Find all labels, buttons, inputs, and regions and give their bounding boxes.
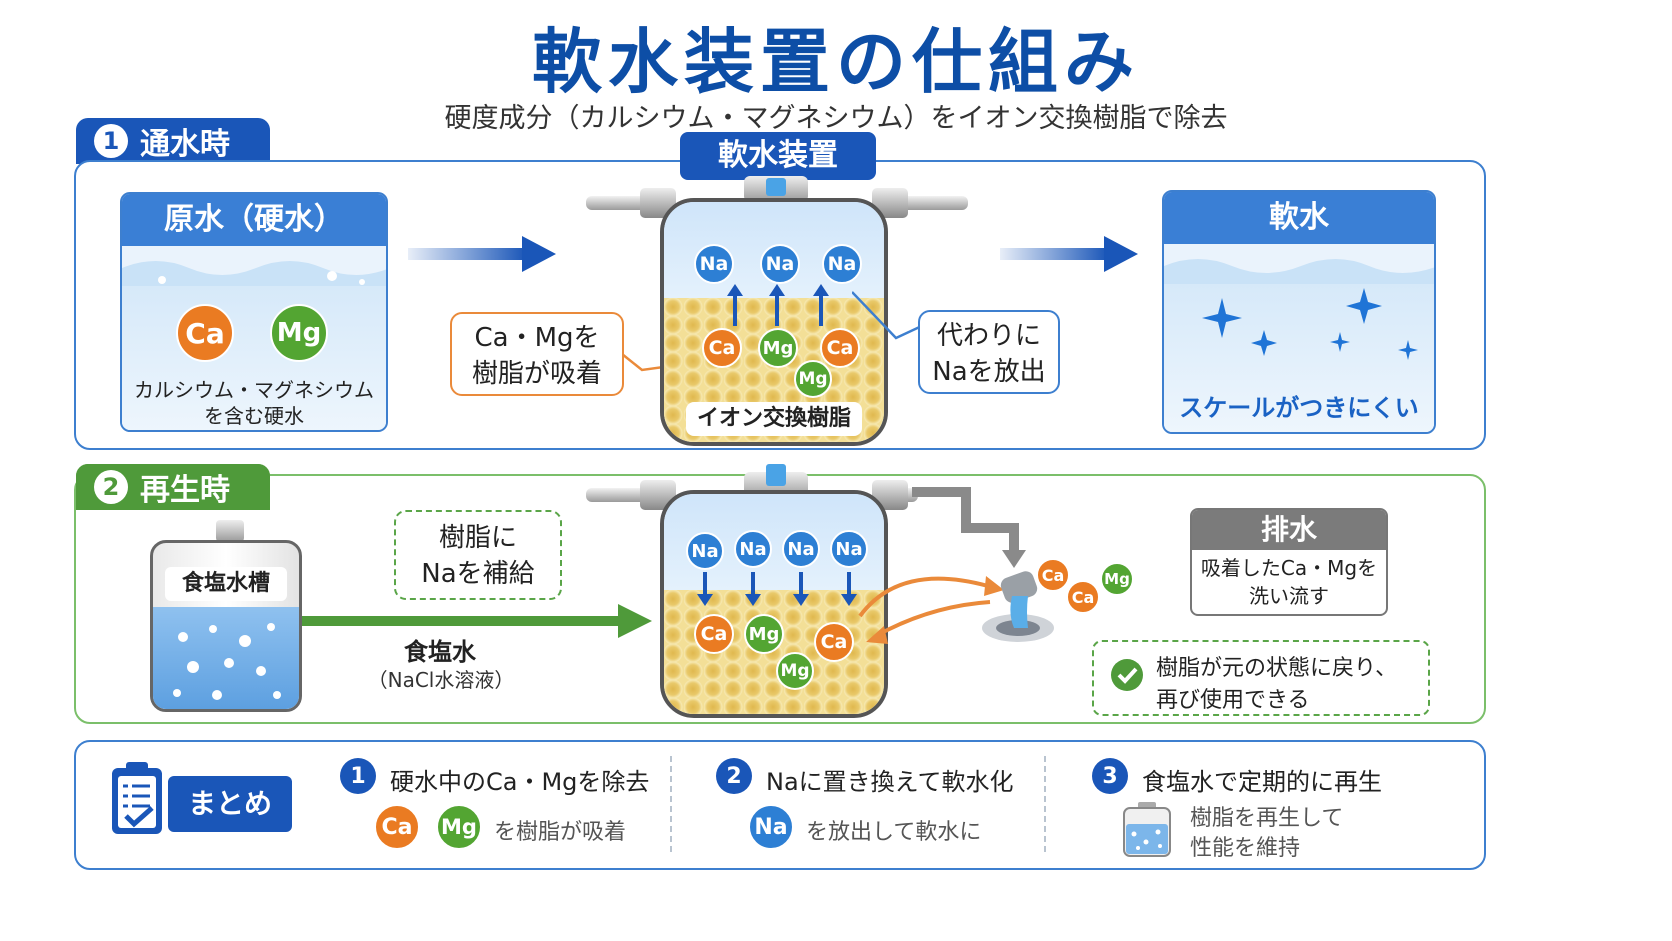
flow-arrow-icon <box>408 236 556 272</box>
ion-mg: Mg <box>776 652 814 690</box>
summary-divider <box>1044 756 1046 852</box>
summary-item2-sub: を放出して軟水に <box>806 820 982 845</box>
ion-mg: Mg <box>1100 562 1134 596</box>
callout-release-line1: 代わりに <box>936 321 1041 351</box>
raw-water-box: 原水（硬水） Ca Mg カルシウム・マグネシウム を含む硬水 <box>120 192 388 432</box>
drain-title: 排水 <box>1192 510 1386 550</box>
ion-ca: Ca <box>814 622 854 662</box>
ion-mg: Mg <box>270 304 328 362</box>
ion-na: Na <box>822 244 862 284</box>
callout-release-line2: Naを放出 <box>932 357 1046 387</box>
regen-tank: Na Na Na Na Ca Mg Ca Mg <box>660 490 888 718</box>
ion-na: Na <box>694 244 734 284</box>
summary-item1-number: 1 <box>340 758 376 794</box>
summary-item3-sub2: 性能を維持 <box>1190 836 1301 861</box>
summary-item1-sub: を樹脂が吸着 <box>494 820 627 845</box>
soft-water-box: 軟水 スケールがつきにくい <box>1162 190 1436 434</box>
ion-ca: Ca <box>694 614 734 654</box>
tank-cap-inlet <box>766 464 786 486</box>
summary-item3-text: 食塩水で定期的に再生 <box>1142 768 1382 796</box>
check-icon <box>1111 659 1143 691</box>
summary-item2-number: 2 <box>716 758 752 794</box>
raw-water-desc1: カルシウム・マグネシウム <box>134 378 374 402</box>
drain-icon <box>982 571 1054 642</box>
supply-arrows-icon <box>697 572 857 606</box>
ion-na: Na <box>748 804 794 850</box>
water-surface-icon <box>122 261 386 286</box>
brine-formula: （NaCl水溶液） <box>367 668 515 692</box>
soft-water-desc: スケールがつきにくい <box>1179 394 1419 422</box>
callout-supply-line1: 樹脂に <box>438 523 517 553</box>
release-arrows-icon <box>727 284 829 326</box>
ion-ca: Ca <box>1036 558 1070 592</box>
callout-supply: 樹脂に Naを補給 <box>394 510 562 600</box>
ion-na: Na <box>760 244 800 284</box>
summary-item3-number: 3 <box>1092 758 1128 794</box>
brine-flow-arrow-icon <box>302 604 652 638</box>
drain-pipe-icon <box>912 487 1026 568</box>
brine-tank-icon <box>1123 802 1171 857</box>
drain-desc1: 吸着したCa・Mgを <box>1200 556 1378 580</box>
brine-tank-cap <box>216 520 244 542</box>
ion-ca: Ca <box>374 804 420 850</box>
section1-label: 通水時 <box>140 127 230 162</box>
section2-tab-overlay: 2 再生時 <box>76 464 270 510</box>
ion-na: Na <box>686 532 724 570</box>
drain-desc2: 洗い流す <box>1249 584 1329 608</box>
callout-absorb: Ca・Mgを 樹脂が吸着 <box>450 312 624 396</box>
ion-ca: Ca <box>702 328 742 368</box>
water-surface-icon <box>1164 259 1434 284</box>
ion-na: Na <box>830 530 868 568</box>
raw-water-title: 原水（硬水） <box>122 194 386 246</box>
resin-label: イオン交換樹脂 <box>686 402 862 436</box>
ion-mg: Mg <box>436 804 482 850</box>
brine-tank-label: 食塩水槽 <box>165 567 287 601</box>
callout-pointer-icon <box>852 291 927 340</box>
summary-item2-text: Naに置き換えて軟水化 <box>766 768 1014 796</box>
ion-mg: Mg <box>794 360 832 398</box>
ion-mg: Mg <box>744 614 784 654</box>
ion-ca: Ca <box>820 328 860 368</box>
discharge-arrows-icon <box>858 576 1004 644</box>
raw-water-desc2: を含む硬水 <box>204 404 304 428</box>
ion-mg: Mg <box>758 328 798 368</box>
section2-number-overlay: 2 <box>94 470 128 504</box>
section1-number: 1 <box>94 124 128 158</box>
result-callout: 樹脂が元の状態に戻り、 再び使用できる <box>1092 640 1430 716</box>
section2-label-overlay: 再生時 <box>140 473 230 508</box>
device-label: 軟水装置 <box>680 132 876 180</box>
softener-tank: Na Na Na Ca Mg Ca Mg イオン交換樹脂 <box>660 198 888 446</box>
flow-arrow-icon <box>1000 236 1138 272</box>
ion-ca: Ca <box>176 304 234 362</box>
brine-label: 食塩水 <box>404 638 476 666</box>
summary-item1-text: 硬水中のCa・Mgを除去 <box>390 768 650 796</box>
soft-water-title: 軟水 <box>1164 192 1434 244</box>
callout-release: 代わりに Naを放出 <box>918 310 1060 394</box>
callout-supply-line2: Naを補給 <box>421 559 535 589</box>
drain-box: 排水 吸着したCa・Mgを 洗い流す <box>1190 508 1388 616</box>
page-subtitle: 硬度成分（カルシウム・マグネシウム）をイオン交換樹脂で除去 <box>444 103 1228 134</box>
ion-na: Na <box>782 530 820 568</box>
summary-divider <box>670 756 672 852</box>
section1-tab: 1 通水時 <box>76 118 270 164</box>
ion-na: Na <box>734 530 772 568</box>
callout-absorb-line1: Ca・Mgを <box>474 323 600 353</box>
sparkle-icon <box>1202 288 1418 360</box>
clipboard-icon <box>112 762 162 834</box>
tank-cap-inlet <box>766 178 786 196</box>
summary-label: まとめ <box>168 776 292 832</box>
result-line2: 再び使用できる <box>1156 688 1310 713</box>
page-title: 軟水装置の仕組み <box>532 21 1140 103</box>
salt-bubbles-icon <box>173 623 281 700</box>
brine-tank: 食塩水槽 <box>150 540 302 712</box>
summary-item3-sub1: 樹脂を再生して <box>1190 806 1344 831</box>
result-line1: 樹脂が元の状態に戻り、 <box>1156 656 1398 681</box>
ion-ca: Ca <box>1066 580 1100 614</box>
callout-absorb-line2: 樹脂が吸着 <box>471 359 602 389</box>
